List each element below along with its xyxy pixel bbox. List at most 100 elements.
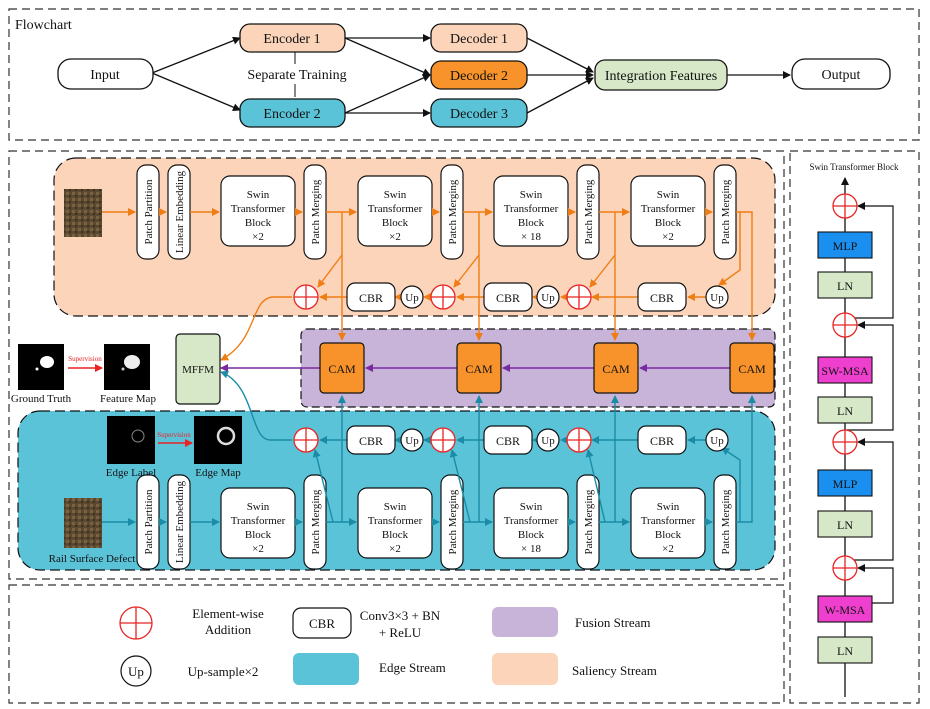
encoder1-box (239, 23, 346, 53)
legend-saliency-swatch (492, 653, 558, 685)
block-plus-1 (832, 193, 858, 219)
e-swin3-l3: Block (518, 529, 545, 541)
edge-label-image (107, 416, 155, 464)
edge-map-text: Edge Map (195, 467, 241, 479)
mffm-label: MFFM (182, 364, 214, 376)
block-ln2-label: LN (837, 404, 853, 418)
s-swin4-l1: Swin (657, 189, 680, 201)
swin-block-title: Swin Transformer Block (809, 162, 899, 172)
ground-truth-image (18, 344, 64, 390)
edge-input-image (64, 498, 102, 548)
edge-linear-embedding-label: Linear Embedding (174, 480, 186, 563)
s-up2-label: Up (541, 292, 555, 304)
s-swin3-l1: Swin (520, 189, 543, 201)
edge-up-2 (536, 428, 560, 452)
e-swin3-rep: × 18 (521, 543, 541, 555)
s-swin1-l2: Transformer (231, 203, 286, 215)
edge-up-3 (705, 428, 729, 452)
saliency-cbr-1 (346, 282, 396, 312)
e-swin3-l1: Swin (520, 501, 543, 513)
edge-cbr-3 (637, 425, 687, 455)
e-cbr2-label: CBR (496, 434, 520, 448)
cam-3 (593, 342, 639, 394)
e-cbr1-label: CBR (359, 434, 383, 448)
mffm-box (175, 333, 221, 405)
legend-addition-l1: Element-wise (192, 606, 264, 621)
s-swin2-l2: Transformer (368, 203, 423, 215)
e-swin1-l3: Block (245, 529, 272, 541)
block-ln-1 (817, 271, 873, 299)
legend-cbr-label: CBR (309, 616, 335, 631)
saliency-linear-embedding-label: Linear Embedding (174, 170, 186, 253)
s-up3-label: Up (710, 292, 724, 304)
output-label: Output (822, 68, 861, 83)
rail-defect-label: Rail Surface Defect (49, 553, 136, 565)
edge-up-1 (400, 428, 424, 452)
legend-up-label: Up (128, 664, 144, 679)
e-pm2-label: Patch Merging (447, 489, 459, 554)
block-mlp1-label: MLP (833, 239, 858, 253)
legend-addition-l2: Addition (205, 622, 252, 637)
input-label: Input (90, 68, 120, 83)
integration-box (594, 59, 728, 91)
s-swin2-rep: ×2 (389, 231, 401, 243)
decoder3-box (430, 98, 528, 128)
e-swin2-l1: Swin (384, 501, 407, 513)
s-pm1-label: Patch Merging (310, 179, 322, 244)
saliency-up-1 (400, 285, 424, 309)
e-swin1-rep: ×2 (252, 543, 264, 555)
flowchart-panel: Flowchart Input Encoder 1 Separate Train… (8, 8, 920, 141)
output-box (791, 58, 891, 90)
saliency-plus-1 (293, 284, 319, 310)
e-up3-label: Up (710, 435, 724, 447)
block-sw-msa-label: SW-MSA (821, 364, 869, 378)
s-swin4-l3: Block (655, 217, 682, 229)
block-mlp2-label: MLP (833, 477, 858, 491)
saliency-plus-2 (430, 284, 456, 310)
supervision-label-1: Supervision (68, 355, 102, 363)
encoder2-box (239, 98, 346, 128)
e-swin4-l1: Swin (657, 501, 680, 513)
decoder3-label: Decoder 3 (450, 107, 508, 122)
s-swin1-l1: Swin (247, 189, 270, 201)
saliency-patch-partition-label: Patch Partition (143, 179, 155, 245)
decoder2-box (430, 60, 528, 90)
e-swin4-l2: Transformer (641, 515, 696, 527)
block-w-msa-label: W-MSA (825, 603, 866, 617)
e-swin2-rep: ×2 (389, 543, 401, 555)
encoder1-label: Encoder 1 (263, 32, 320, 47)
s-pm2-label: Patch Merging (447, 179, 459, 244)
s-cbr2-label: CBR (496, 291, 520, 305)
cam4-label: CAM (738, 362, 766, 376)
s-pm3-label: Patch Merging (583, 179, 595, 244)
e-pm3-label: Patch Merging (583, 489, 595, 554)
edge-cbr-1 (346, 425, 396, 455)
e-swin4-l3: Block (655, 529, 682, 541)
saliency-plus-3 (566, 284, 592, 310)
edge-plus-3 (566, 427, 592, 453)
separate-training-label: Separate Training (247, 68, 346, 83)
cam-4 (729, 342, 775, 394)
saliency-input-image (64, 189, 102, 237)
e-swin4-rep: ×2 (662, 543, 674, 555)
legend-fusion-label: Fusion Stream (575, 615, 650, 630)
cam3-label: CAM (602, 362, 630, 376)
legend-edge-label: Edge Stream (379, 660, 446, 675)
decoder1-label: Decoder 1 (450, 32, 508, 47)
edge-cbr-2 (483, 425, 533, 455)
block-ln-2 (817, 396, 873, 424)
block-w-msa (817, 595, 873, 623)
block-ln3-label: LN (837, 518, 853, 532)
e-cbr3-label: CBR (650, 434, 674, 448)
e-up1-label: Up (405, 435, 419, 447)
decoder2-label: Decoder 2 (450, 69, 508, 84)
edge-plus-1 (293, 427, 319, 453)
s-swin2-l1: Swin (384, 189, 407, 201)
legend-cbr-desc-l2: + ReLU (379, 625, 422, 640)
block-ln4-label: LN (837, 644, 853, 658)
e-pm4-label: Patch Merging (720, 489, 732, 554)
s-swin1-l3: Block (245, 217, 272, 229)
legend-upsample-label: Up-sample×2 (188, 664, 259, 679)
decoder1-box (430, 23, 528, 53)
legend-panel: Element-wise Addition CBR Conv3×3 + BN +… (8, 584, 785, 704)
